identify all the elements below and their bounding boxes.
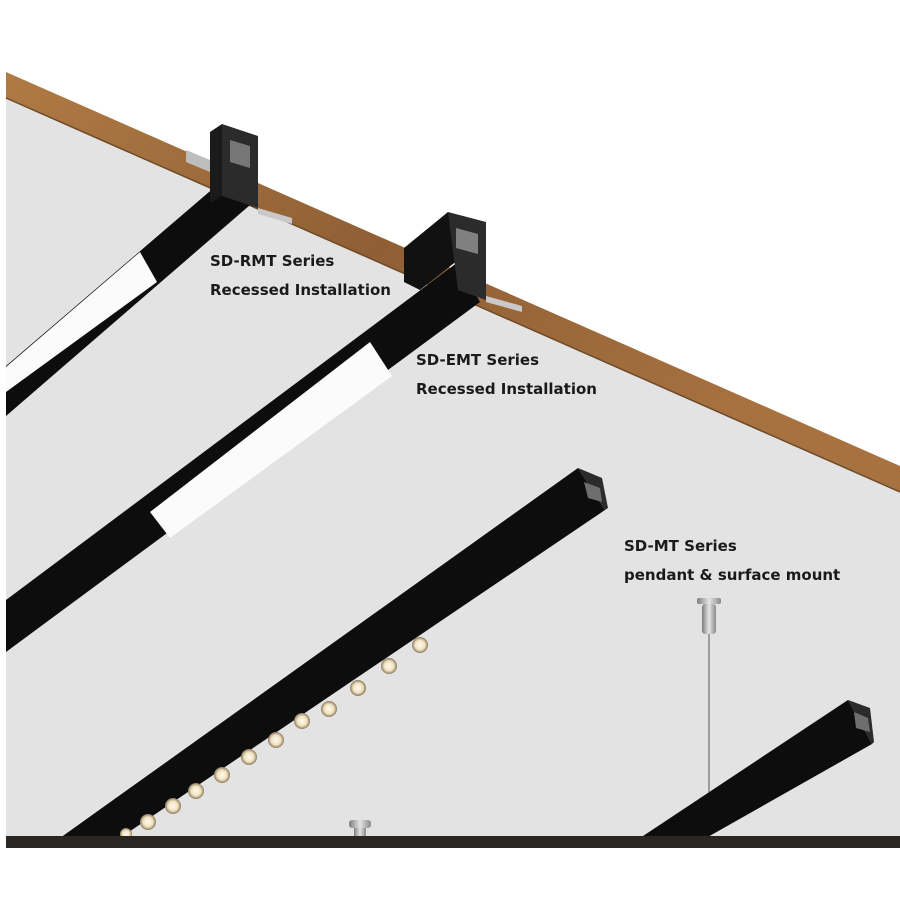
label-sd-emt-install: Recessed Installation: [416, 380, 597, 398]
led-row: [120, 637, 428, 840]
label-sd-rmt-install: Recessed Installation: [210, 281, 391, 299]
label-sd-mt-install: pendant & surface mount: [624, 566, 841, 584]
mt-surface-profile: [60, 468, 608, 838]
bottom-edge-bar: [6, 836, 900, 848]
mt-pendant-profile: [640, 700, 874, 838]
label-sd-rmt-series: SD-RMT Series: [210, 252, 335, 270]
label-sd-mt: SD-MT Series pendant & surface mount: [624, 532, 840, 590]
bottom-mount: [349, 820, 371, 838]
label-sd-mt-series: SD-MT Series: [624, 537, 737, 555]
label-sd-rmt: SD-RMT Series Recessed Installation: [210, 247, 391, 305]
rmt-recessed-profile: [6, 124, 292, 416]
label-sd-emt-series: SD-EMT Series: [416, 351, 540, 369]
pendant-mount: [697, 598, 721, 798]
emt-recessed-profile: [6, 212, 522, 652]
label-sd-emt: SD-EMT Series Recessed Installation: [416, 346, 597, 404]
ceiling-plane: [6, 96, 900, 838]
